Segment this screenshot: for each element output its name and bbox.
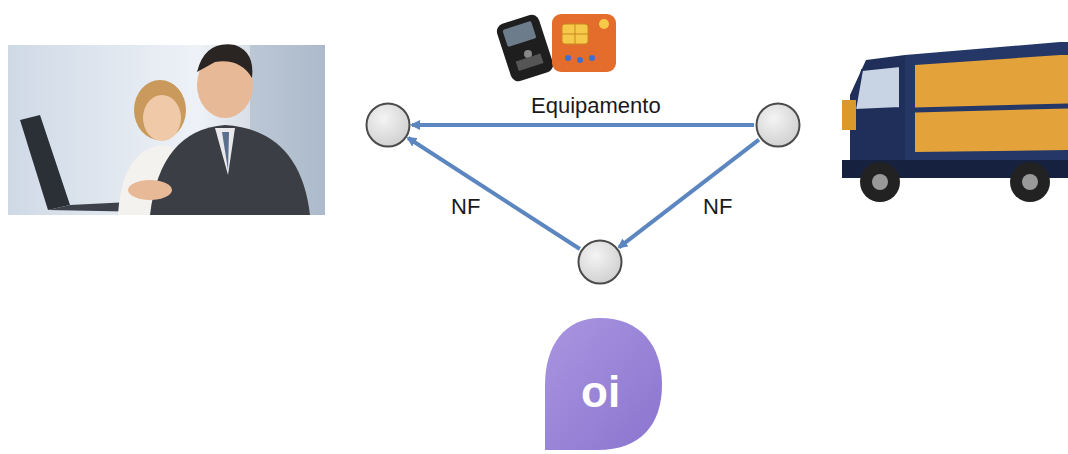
sim-card-icon — [552, 14, 616, 72]
people-photo — [8, 44, 325, 215]
junction-circle — [577, 239, 623, 285]
circle-outline — [365, 102, 411, 148]
junction-circle — [365, 102, 411, 148]
flow-arrow — [408, 138, 580, 249]
edge-label: NF — [449, 195, 482, 219]
truck-illustration — [842, 42, 1068, 202]
edge-label: Equipamento — [529, 94, 663, 118]
flow-arrow — [412, 123, 754, 127]
circle-outline — [755, 102, 801, 148]
flow-arrow — [619, 140, 759, 248]
oi-logo — [545, 318, 662, 450]
junction-circle — [755, 102, 801, 148]
edge-label: NF — [701, 195, 734, 219]
phone-icon — [495, 13, 555, 84]
logo-text: oi — [581, 370, 620, 414]
circle-outline — [577, 239, 623, 285]
